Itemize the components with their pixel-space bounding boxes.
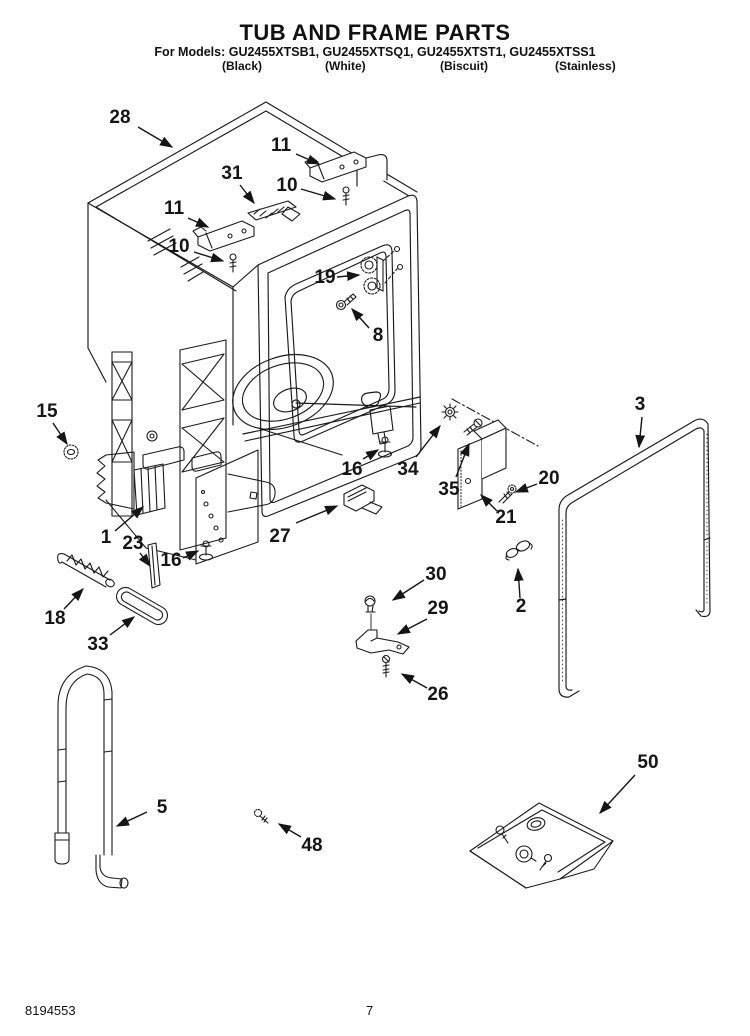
callout-label-8: 8	[373, 325, 384, 346]
parts-bag-drawing	[469, 802, 614, 889]
finish-biscuit: (Biscuit)	[440, 59, 488, 73]
frame-drawing	[96, 339, 394, 565]
mid-hardware-drawing	[343, 484, 410, 678]
callout-label-50: 50	[637, 752, 658, 773]
finish-black: (Black)	[222, 59, 263, 73]
callout-label-15: 15	[36, 401, 58, 422]
callout-label-18: 18	[44, 608, 65, 629]
leader-48	[277, 823, 302, 838]
callout-label-10-left: 10	[168, 236, 189, 257]
finish-white: (White)	[325, 59, 366, 73]
doc-number: 8194553	[25, 1003, 76, 1018]
leader-28	[137, 126, 174, 148]
callout-label-2: 2	[516, 596, 527, 617]
leader-5	[115, 811, 148, 827]
callout-label-16-mid: 16	[341, 459, 362, 480]
leader-34	[415, 424, 441, 458]
callout-label-21: 21	[495, 507, 517, 528]
callout-label-33: 33	[87, 634, 108, 655]
leader-15	[52, 422, 68, 446]
roller-assembly-drawing	[335, 245, 404, 311]
hose-drawing	[54, 665, 269, 889]
callout-label-35: 35	[438, 479, 460, 500]
leader-11-right	[295, 153, 321, 165]
callout-label-11-right: 11	[271, 135, 292, 156]
callout-label-5: 5	[157, 797, 168, 818]
callout-label-3: 3	[635, 394, 646, 415]
callout-label-48: 48	[301, 835, 322, 856]
leader-26	[400, 673, 428, 689]
leader-10-right	[300, 188, 337, 201]
leader-21	[480, 494, 498, 512]
callout-label-29: 29	[427, 598, 448, 619]
callout-label-34: 34	[397, 459, 419, 480]
leader-16-mid	[362, 449, 380, 461]
leader-50	[599, 774, 636, 815]
callout-label-23: 23	[122, 533, 143, 554]
leader-11-left	[187, 217, 210, 228]
finish-stainless: (Stainless)	[555, 59, 616, 73]
leader-27	[295, 505, 339, 524]
callout-label-16-left: 16	[160, 550, 181, 571]
top-brackets-drawing	[192, 151, 367, 273]
small-parts-drawing	[57, 444, 169, 626]
leader-20	[514, 483, 538, 493]
leader-arrows	[52, 126, 646, 838]
leader-30	[391, 579, 425, 601]
callout-label-27: 27	[269, 526, 290, 547]
leader-3	[635, 416, 646, 449]
callout-label-19: 19	[314, 267, 335, 288]
leader-19	[336, 271, 361, 281]
leader-16-left	[182, 550, 200, 561]
leader-2	[513, 567, 524, 599]
leader-23	[138, 552, 151, 568]
callout-label-10-right: 10	[276, 175, 297, 196]
callout-label-11-left: 11	[164, 198, 185, 219]
callout-label-30: 30	[425, 564, 446, 585]
leader-31	[239, 184, 255, 205]
page-number: 7	[366, 1003, 374, 1018]
callout-label-31: 31	[221, 163, 243, 184]
leader-18	[63, 587, 84, 610]
callout-label-28: 28	[109, 107, 130, 128]
leader-35	[455, 442, 470, 478]
leader-29	[396, 618, 428, 635]
callout-label-20: 20	[538, 468, 559, 489]
leader-33	[109, 616, 136, 636]
tub-gasket-drawing	[558, 418, 711, 698]
callout-label-1: 1	[101, 527, 112, 548]
models-line: For Models: GU2455XTSB1, GU2455XTSQ1, GU…	[154, 45, 596, 59]
callout-labels: 28 11 10 31 11 10 19 8 15 1 23 16 18 33 …	[36, 107, 658, 856]
leader-10-left	[193, 251, 225, 263]
tub-drawing	[87, 101, 422, 518]
page-title: TUB AND FRAME PARTS	[239, 20, 511, 45]
leader-1	[114, 506, 145, 532]
leader-8	[351, 307, 370, 329]
callout-label-26: 26	[427, 684, 448, 705]
